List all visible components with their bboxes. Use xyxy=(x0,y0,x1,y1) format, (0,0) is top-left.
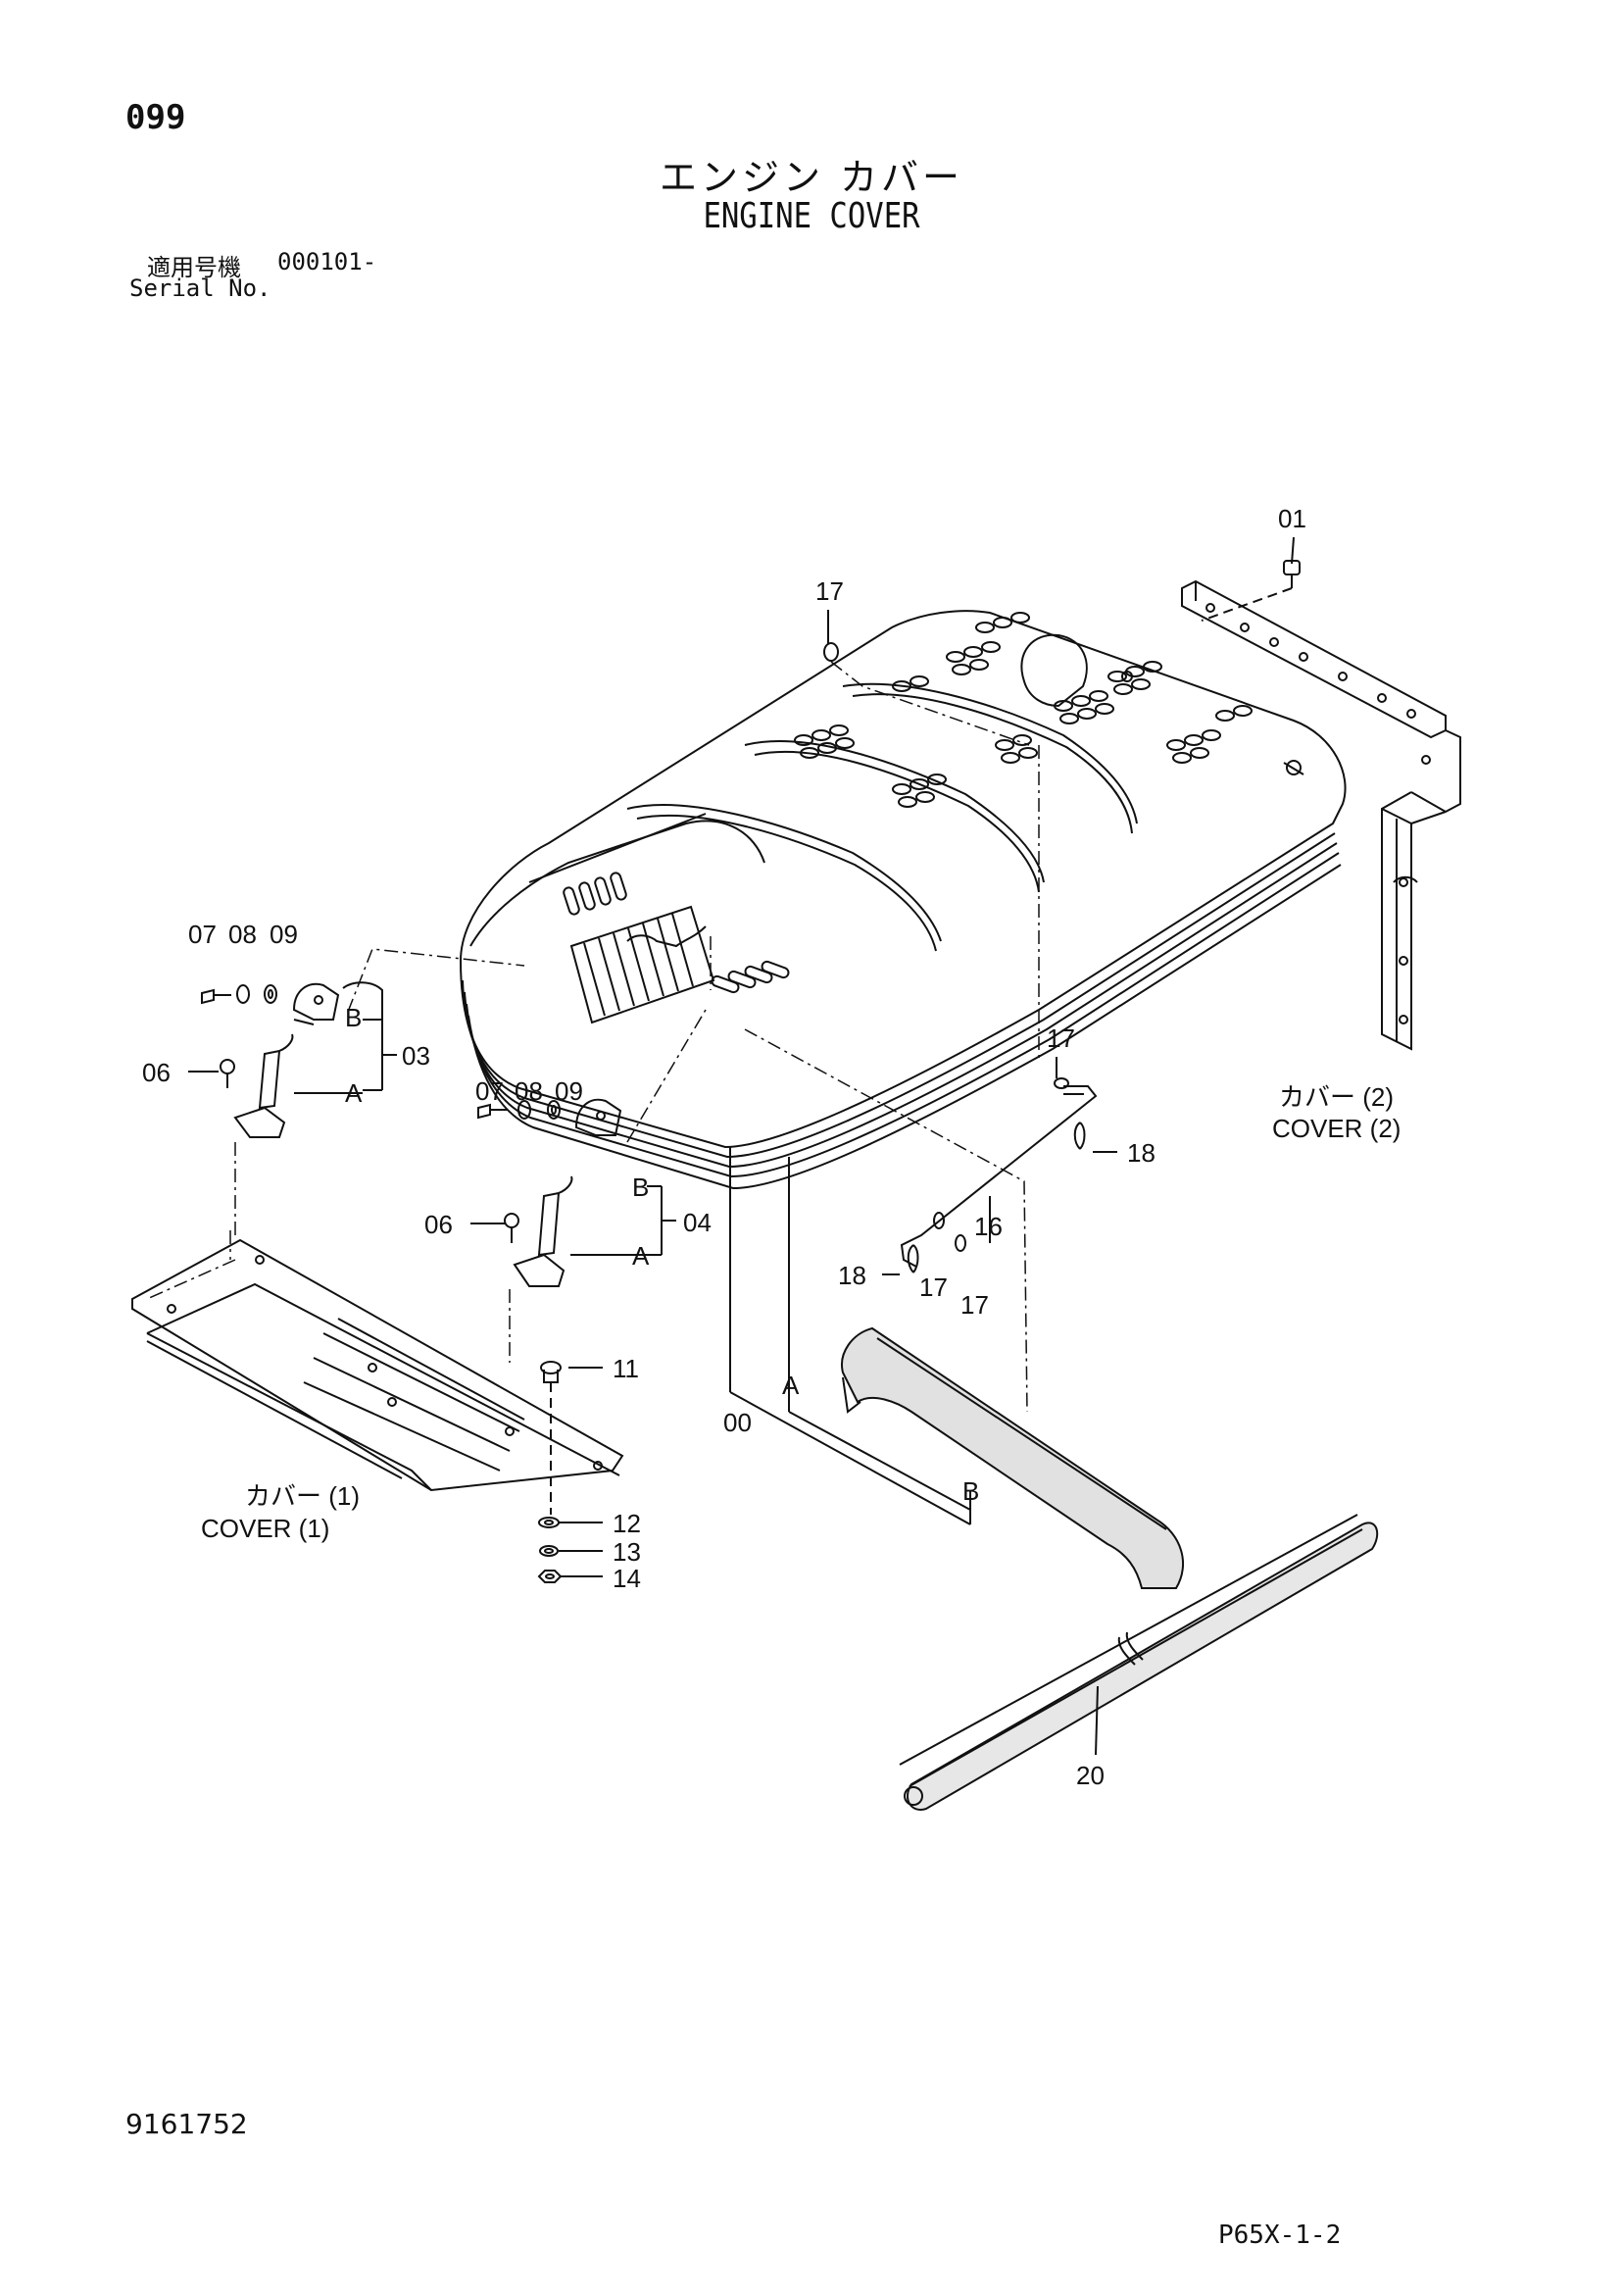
callout-06-right: 06 xyxy=(424,1210,453,1239)
ref-a-right: A xyxy=(632,1241,650,1271)
serial-label-japanese: 適用号機 xyxy=(147,254,241,281)
callout-17b: 17 xyxy=(1047,1023,1075,1053)
latch-assembly-left xyxy=(201,982,340,1138)
serial-label-english: Serial No. xyxy=(129,275,271,302)
washer-12 xyxy=(538,1517,560,1528)
callout-14: 14 xyxy=(613,1564,641,1593)
page-number: 099 xyxy=(125,98,186,137)
vent-slots-right xyxy=(711,960,790,994)
seal-strip-20 xyxy=(899,1514,1379,1811)
spring-washer-13 xyxy=(539,1545,559,1557)
cover-grille xyxy=(569,905,715,1024)
callout-17d: 17 xyxy=(960,1290,989,1320)
vent-slots-left xyxy=(563,872,627,916)
callout-06-left: 06 xyxy=(142,1058,171,1087)
latch-assembly-right xyxy=(477,1098,622,1287)
washer-17c xyxy=(933,1212,945,1229)
callout-17a: 17 xyxy=(815,576,844,606)
callout-00: 00 xyxy=(723,1408,752,1437)
nut-14 xyxy=(537,1570,563,1583)
washer-17b xyxy=(1054,1077,1069,1089)
page-title-english: ENGINE COVER xyxy=(703,196,920,236)
callout-17c: 17 xyxy=(919,1273,948,1302)
cover-2-label-jp: カバー (2) xyxy=(1279,1082,1394,1112)
callout-18a: 18 xyxy=(1127,1138,1156,1168)
cover-1-label-jp: カバー (1) xyxy=(245,1481,360,1511)
washer-17a xyxy=(823,642,839,662)
callout-07-right: 07 xyxy=(475,1076,504,1106)
model-code: P65X-1-2 xyxy=(1218,2221,1342,2250)
callout-09-left: 09 xyxy=(270,920,298,949)
callout-16: 16 xyxy=(974,1212,1003,1241)
callout-20: 20 xyxy=(1076,1761,1105,1790)
ref-a-left: A xyxy=(345,1078,363,1108)
ref-b-left: B xyxy=(345,1003,362,1032)
ref-b-right: B xyxy=(632,1173,649,1202)
bolt-01 xyxy=(1283,560,1301,588)
callout-13: 13 xyxy=(613,1537,641,1567)
callout-04: 04 xyxy=(683,1208,712,1237)
ref-a-seal: A xyxy=(782,1371,800,1400)
document-number: 9161752 xyxy=(125,2108,248,2140)
callout-11: 11 xyxy=(613,1354,639,1383)
page-title-japanese: エンジン カバー xyxy=(659,156,964,199)
washer-17d xyxy=(955,1234,966,1252)
pin-18b xyxy=(907,1244,919,1273)
bolt-11 xyxy=(540,1361,562,1383)
serial-range: 000101- xyxy=(277,248,377,275)
engine-cover-body xyxy=(459,610,1347,1190)
seal-b xyxy=(841,1326,1185,1589)
pin-18a xyxy=(1073,1122,1086,1150)
cover-access-opening xyxy=(1020,633,1088,708)
cover-1-panel xyxy=(131,1238,624,1492)
cover-2-label-en: COVER (2) xyxy=(1272,1114,1401,1143)
cover-support-bracket xyxy=(1181,579,1461,1051)
callout-08-right: 08 xyxy=(515,1076,543,1106)
callout-01: 01 xyxy=(1278,504,1306,533)
callout-12: 12 xyxy=(613,1509,641,1538)
callout-09-right: 09 xyxy=(555,1076,583,1106)
callout-18b: 18 xyxy=(838,1261,866,1290)
callout-03: 03 xyxy=(402,1041,430,1071)
cover-1-label-en: COVER (1) xyxy=(201,1514,329,1543)
top-vent-holes xyxy=(794,612,1253,808)
rod-16 xyxy=(900,1085,1098,1268)
ref-b-seal: B xyxy=(962,1476,979,1506)
callout-08-left: 08 xyxy=(228,920,257,949)
callout-07-left: 07 xyxy=(188,920,217,949)
